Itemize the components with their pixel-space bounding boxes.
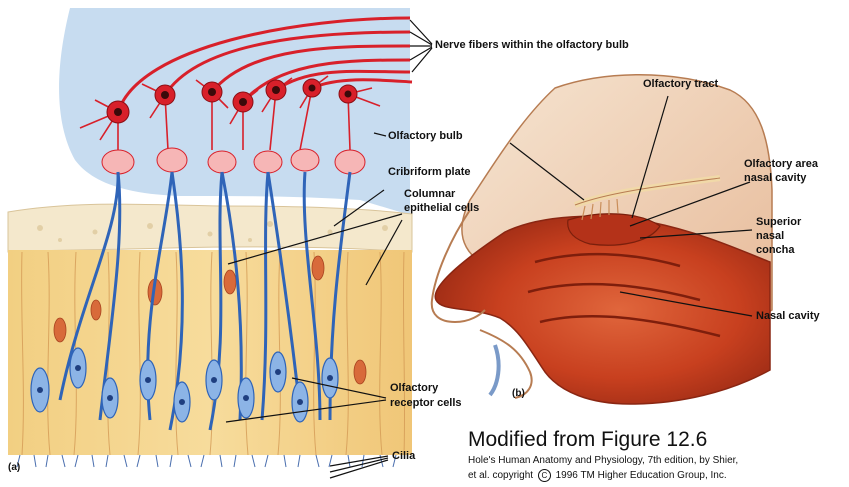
copyright-symbol: C xyxy=(538,469,551,482)
label-superior-line3: concha xyxy=(756,244,795,257)
label-columnar-line1: Columnar xyxy=(404,188,455,201)
label-olfactory-receptor-line2: receptor cells xyxy=(390,397,462,410)
credit-title: Modified from Figure 12.6 xyxy=(468,428,707,452)
panel-a-art xyxy=(8,8,412,467)
label-olfactory-area-line2: nasal cavity xyxy=(744,172,806,185)
label-superior-line2: nasal xyxy=(756,230,784,243)
label-olfactory-tract: Olfactory tract xyxy=(643,78,718,91)
credit-line-2-rest: 1996 TM Higher Education Group, Inc. xyxy=(556,470,727,481)
label-olfactory-area-line1: Olfactory area xyxy=(744,158,818,171)
label-superior-line1: Superior xyxy=(756,216,801,229)
credit-line-1: Hole's Human Anatomy and Physiology, 7th… xyxy=(468,455,738,466)
label-cribriform-plate: Cribriform plate xyxy=(388,166,471,179)
label-nasal-cavity: Nasal cavity xyxy=(756,310,820,323)
label-nerve-fibers: Nerve fibers within the olfactory bulb xyxy=(435,39,629,52)
label-olfactory-bulb: Olfactory bulb xyxy=(388,130,463,143)
panel-b-art xyxy=(432,75,772,404)
label-cilia: Cilia xyxy=(392,450,415,463)
label-olfactory-receptor-line1: Olfactory xyxy=(390,382,438,395)
credit-line-2: et al. copyright C 1996 TM Higher Educat… xyxy=(468,469,727,482)
panel-label-a: (a) xyxy=(8,462,20,473)
label-columnar-line2: epithelial cells xyxy=(404,202,479,215)
copyright-symbol-letter: C xyxy=(541,471,547,480)
credit-line-2-text: et al. copyright xyxy=(468,470,533,481)
panel-label-b: (b) xyxy=(512,388,525,399)
